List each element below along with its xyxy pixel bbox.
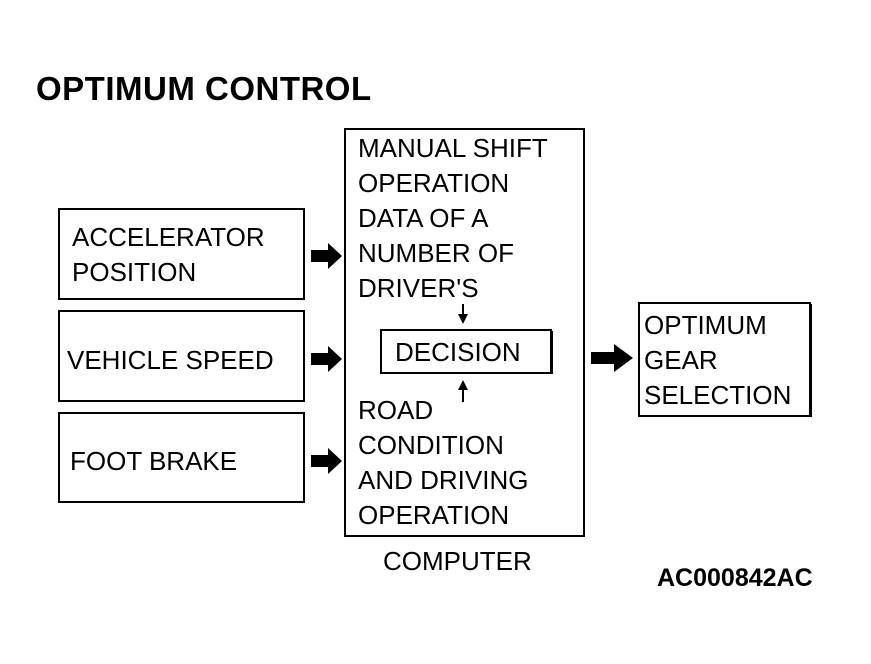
arrow-computer-to-output <box>591 344 633 372</box>
road-condition-text: ROAD CONDITION AND DRIVING OPERATION <box>358 395 529 530</box>
computer-caption: COMPUTER <box>383 546 532 576</box>
foot-brake-label: FOOT BRAKE <box>70 446 238 476</box>
optimum-gear-selection-box: OPTIMUM GEAR SELECTION <box>638 302 811 417</box>
vehicle-speed-label: VEHICLE SPEED <box>67 345 274 375</box>
accelerator-position-box: ACCELERATOR POSITION <box>58 208 305 300</box>
diagram-title: OPTIMUM CONTROL <box>36 70 372 107</box>
arrow-manual-data-to-decision <box>458 314 468 324</box>
foot-brake-box: FOOT BRAKE <box>58 412 305 503</box>
decision-label: DECISION <box>395 337 521 367</box>
optimum-gear-selection-label: OPTIMUM GEAR SELECTION <box>644 310 792 410</box>
arrow-speed-to-computer <box>311 346 342 372</box>
vehicle-speed-box: VEHICLE SPEED <box>58 310 305 402</box>
decision-box-shadow <box>550 331 553 374</box>
manual-shift-data-text: MANUAL SHIFT OPERATION DATA OF A NUMBER … <box>358 133 548 303</box>
output-box-shadow <box>809 304 812 417</box>
arrow-road-condition-to-decision <box>458 380 468 390</box>
accelerator-position-label: ACCELERATOR POSITION <box>72 222 265 287</box>
decision-box: DECISION <box>380 329 552 374</box>
figure-code: AC000842AC <box>657 564 813 592</box>
arrow-brake-to-computer <box>311 448 342 474</box>
arrow-accelerator-to-computer <box>311 243 342 269</box>
